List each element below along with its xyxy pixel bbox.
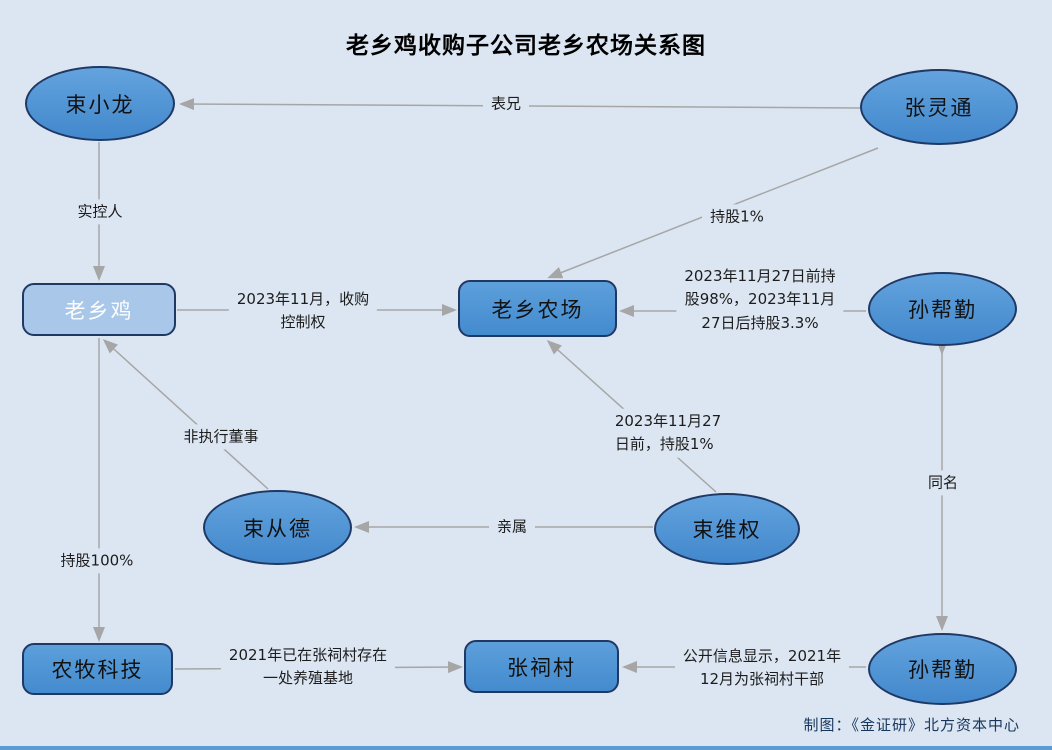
edge-label-biaoxiong: 表兄: [482, 91, 530, 117]
node-label: 束小龙: [65, 92, 135, 117]
node-shu-xiaolong: 束小龙: [25, 66, 175, 141]
node-sun-bangqin-top: 孙帮勤: [868, 272, 1017, 346]
node-sun-bangqin-bottom: 孙帮勤: [868, 633, 1017, 705]
node-zhang-lingtong: 张灵通: [860, 69, 1018, 145]
bottom-accent-bar: [0, 746, 1052, 750]
edge-label-tongming: 同名: [919, 470, 967, 496]
edge-label-yangzhi: 2021年已在张祠村存在 一处养殖基地: [220, 642, 396, 692]
node-shu-congde: 束从德: [203, 490, 352, 565]
edge-label-feizhixing: 非执行董事: [175, 424, 267, 450]
node-laoxiang-farm: 老乡农场: [458, 280, 617, 337]
node-label: 孙帮勤: [908, 298, 977, 322]
node-laoxiangji: 老乡鸡: [22, 283, 176, 336]
edge-label-qinshu: 亲属: [488, 514, 536, 540]
node-label: 老乡农场: [491, 297, 584, 322]
diagram-title: 老乡鸡收购子公司老乡农场关系图: [346, 33, 706, 59]
edge-label-chigu-1pct: 持股1%: [702, 204, 772, 230]
node-label: 张祠村: [507, 655, 576, 680]
node-shu-weiquan: 束维权: [654, 493, 800, 565]
node-label: 老乡鸡: [64, 298, 134, 323]
edge-feizhixing: [102, 338, 269, 490]
node-nongmu-keji: 农牧科技: [22, 643, 173, 695]
edge-label-weiquan-chigu: 2023年11月27 日前，持股1%: [606, 408, 730, 458]
credit-line: 制图：《金证研》北方资本中心: [803, 716, 1020, 734]
node-label: 孙帮勤: [908, 658, 977, 682]
node-label: 农牧科技: [51, 658, 144, 682]
node-label: 束维权: [692, 518, 762, 542]
node-zhangcicun: 张祠村: [464, 640, 619, 693]
edge-label-sun-chigu: 2023年11月27日前持 股98%，2023年11月 27日后持股3.3%: [676, 264, 844, 336]
node-label: 张灵通: [904, 96, 974, 120]
edge-label-ganbu: 公开信息显示，2021年 12月为张祠村干部: [674, 643, 850, 693]
edge-label-chigu-100pct: 持股100%: [52, 548, 142, 574]
node-label: 束从德: [243, 516, 312, 541]
edge-label-shikongren: 实控人: [69, 199, 131, 225]
edge-label-shougou: 2023年11月，收购 控制权: [228, 286, 378, 336]
